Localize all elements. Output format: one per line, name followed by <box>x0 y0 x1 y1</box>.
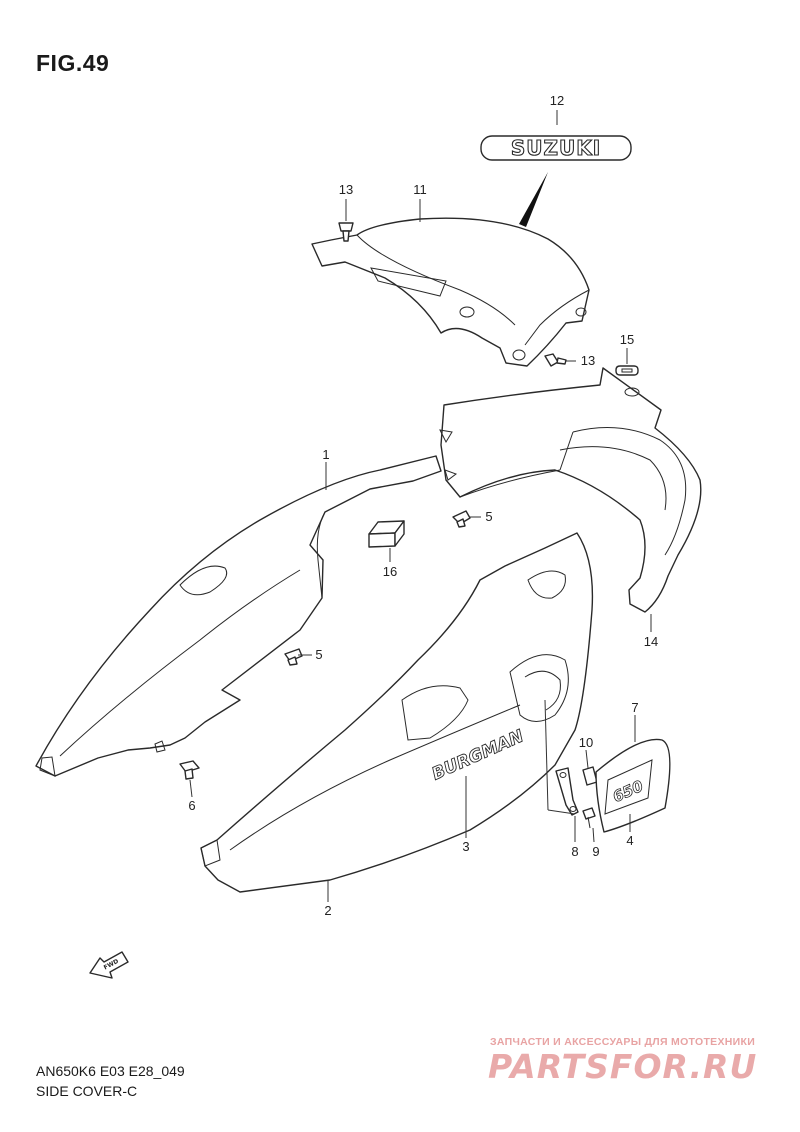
callout-13-top: 13 <box>339 182 353 197</box>
watermark-tagline: ЗАПЧАСТИ И АКСЕССУАРЫ ДЛЯ МОТОТЕХНИКИ <box>490 1036 756 1048</box>
placement-arrow <box>519 172 548 227</box>
suzuki-emblem-text: SUZUKI <box>511 136 601 160</box>
block-16 <box>368 520 405 548</box>
callout-5-upper: 5 <box>485 509 492 524</box>
rivet-13-upper <box>338 222 354 242</box>
rear-center-cover <box>311 217 590 367</box>
diagram-description: SIDE COVER-C <box>36 1083 138 1099</box>
rear-tail-cover <box>439 367 702 613</box>
callout-3: 3 <box>462 839 469 854</box>
callout-1: 1 <box>322 447 329 462</box>
callout-10: 10 <box>579 735 593 750</box>
callout-16: 16 <box>383 564 397 579</box>
callout-7: 7 <box>631 700 638 715</box>
callout-9: 9 <box>592 844 599 859</box>
side-cover-left <box>35 455 442 777</box>
callout-labels: 12 13 11 13 15 1 5 16 5 14 7 10 6 3 4 8 … <box>188 93 658 918</box>
callout-13-right: 13 <box>581 353 595 368</box>
badge-plate: 650 <box>595 738 671 833</box>
screw-9 <box>582 807 596 829</box>
clip-5-upper <box>452 510 471 528</box>
callout-11: 11 <box>413 182 427 197</box>
callout-2: 2 <box>324 903 331 918</box>
clip-6 <box>179 760 200 780</box>
nut-10 <box>582 766 598 786</box>
leader-lines <box>189 110 652 902</box>
suzuki-emblem: SUZUKI <box>480 135 632 161</box>
watermark-site-logo: PARTSFOR.RU <box>488 1047 758 1086</box>
callout-15: 15 <box>620 332 634 347</box>
callout-14: 14 <box>644 634 658 649</box>
rivet-13-lower <box>544 353 567 367</box>
model-code: AN650K6 E03 E28_049 <box>36 1063 185 1079</box>
callout-6: 6 <box>188 798 195 813</box>
clip-5-lower <box>284 648 303 666</box>
cushion-15 <box>615 365 639 376</box>
side-cover-right: BURGMAN <box>200 532 594 893</box>
callout-12: 12 <box>550 93 564 108</box>
callout-8: 8 <box>571 844 578 859</box>
bracket-8 <box>555 767 579 816</box>
forward-arrow-icon: FWD <box>89 951 129 979</box>
callout-4: 4 <box>626 833 633 848</box>
figure-title: FIG.49 <box>36 50 110 76</box>
callout-5-lower: 5 <box>315 647 322 662</box>
